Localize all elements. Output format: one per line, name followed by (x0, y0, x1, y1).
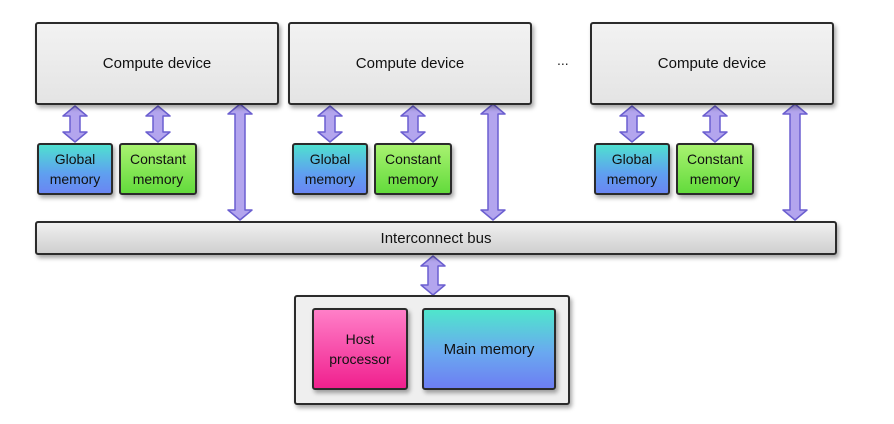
arrow-device1-global (62, 105, 88, 143)
constant-memory-1: Constant memory (119, 143, 197, 195)
arrow-bus-host (420, 255, 446, 296)
main-memory-label: Main memory (443, 340, 535, 358)
compute-device-2: Compute device (288, 22, 532, 105)
interconnect-bus-label: Interconnect bus (380, 229, 492, 247)
constant-memory-label: Constant memory (686, 151, 744, 187)
constant-memory-label: Constant memory (384, 151, 442, 187)
arrow-device2-constant (400, 105, 426, 143)
global-memory-label: Global memory (606, 151, 658, 187)
arrow-device2-global (317, 105, 343, 143)
compute-device-1: Compute device (35, 22, 279, 105)
interconnect-bus: Interconnect bus (35, 221, 837, 255)
host-processor: Host processor (312, 308, 408, 390)
host-processor-label: Host processor (329, 331, 391, 367)
arrow-device3-global (619, 105, 645, 143)
global-memory-1: Global memory (37, 143, 113, 195)
compute-device-3: Compute device (590, 22, 834, 105)
arrow-device1-constant (145, 105, 171, 143)
global-memory-label: Global memory (304, 151, 356, 187)
main-memory: Main memory (422, 308, 556, 390)
constant-memory-3: Constant memory (676, 143, 754, 195)
global-memory-label: Global memory (49, 151, 101, 187)
global-memory-3: Global memory (594, 143, 670, 195)
arrow-device3-constant (702, 105, 728, 143)
compute-device-label: Compute device (355, 55, 465, 72)
constant-memory-label: Constant memory (129, 151, 187, 187)
arrow-device1-bus (227, 103, 253, 221)
global-memory-2: Global memory (292, 143, 368, 195)
arrow-device3-bus (782, 103, 808, 221)
constant-memory-2: Constant memory (374, 143, 452, 195)
compute-device-label: Compute device (657, 55, 767, 72)
compute-device-label: Compute device (102, 55, 212, 72)
arrow-device2-bus (480, 103, 506, 221)
more-devices-ellipsis: ... (557, 52, 569, 68)
